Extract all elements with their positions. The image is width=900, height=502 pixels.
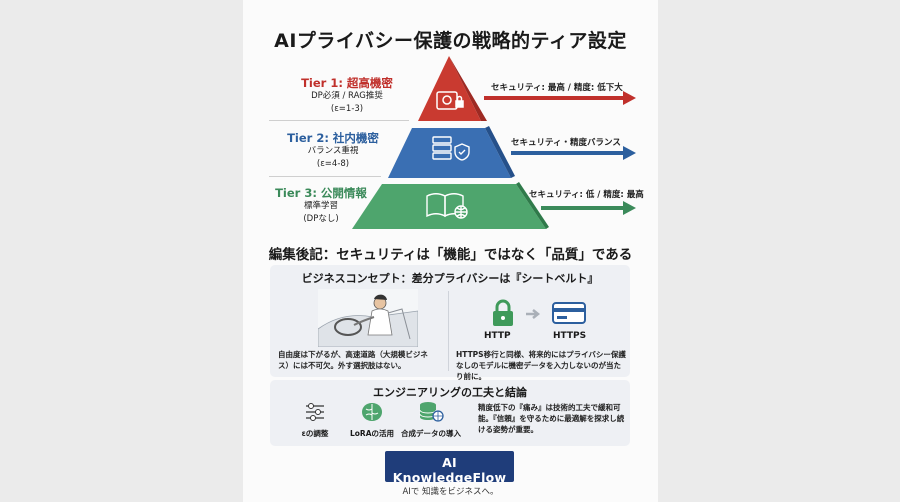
tier-3-layer xyxy=(352,184,546,229)
book-globe-icon xyxy=(426,193,468,219)
tier-3-name: Tier 3: 公開情報 xyxy=(275,186,367,200)
tier-1-label: Tier 1: 超高機密 DP必須 / RAG推奨 (ε=1-3) xyxy=(287,77,407,116)
server-shield-icon xyxy=(432,136,470,161)
safe-lock-icon xyxy=(436,91,464,110)
concept-title: ビジネスコンセプト：差分プライバシーは『シートベルト』 xyxy=(301,272,599,285)
tier-divider xyxy=(269,120,409,121)
sliders-icon xyxy=(306,403,324,421)
tier-3-arrow-label: セキュリティ: 低 / 精度: 最高 xyxy=(529,190,644,200)
logo-byline: by TECHNODIGITAL xyxy=(422,486,477,492)
tier-3-label: Tier 3: 公開情報 標準学習 (DPなし) xyxy=(261,187,381,226)
tier-3-arrow xyxy=(541,201,636,215)
tier-2-method: バランス重視 xyxy=(307,146,359,156)
https-caption: HTTPS移行と同様、将来的にはプライバシー保護なしのモデルに機密データを入力し… xyxy=(456,350,626,381)
http-label: HTTP xyxy=(484,331,511,341)
seatbelt-caption: 自由度は下がるが、高速道路（大規模ビジネス）には不可欠。外す選択肢はない。 xyxy=(278,350,428,370)
tier-2-name: Tier 2: 社内機密 xyxy=(287,131,379,145)
brain-icon xyxy=(362,403,382,421)
editorial-heading: 編集後記：セキュリティは「機能」ではなく「品質」である xyxy=(268,247,633,263)
tier-3-epsilon: (DPなし) xyxy=(303,214,339,224)
tier-1-name: Tier 1: 超高機密 xyxy=(301,76,393,90)
database-icon xyxy=(419,402,444,422)
tier-2-epsilon: (ε=4-8) xyxy=(316,159,350,169)
engineering-conclusion: 精度低下の『痛み』は技術的工夫で緩和可能。『信頼』を守るために最適解を探求し続け… xyxy=(478,403,625,434)
tier-divider xyxy=(269,176,381,177)
logo-text: AI KnowledgeFlow xyxy=(392,455,507,485)
tier-2-arrow xyxy=(511,146,636,160)
brand-logo: AI KnowledgeFlow by TECHNODIGITAL xyxy=(385,451,514,492)
concept-divider xyxy=(448,291,449,371)
tier-1-layer xyxy=(418,56,481,121)
tier-pyramid xyxy=(352,56,636,229)
arrow-right-icon xyxy=(526,309,541,319)
tier-2-arrow-label: セキュリティ・精度バランス xyxy=(511,138,621,148)
lock-icon xyxy=(493,299,513,326)
engineering-panel: エンジニアリングの工夫と結論 εの調整 LoRAの活用 合成データの導入 精度低… xyxy=(270,380,630,446)
https-label: HTTPS xyxy=(553,331,587,341)
tier-1-arrow-label: セキュリティ: 最高 / 精度: 低下大 xyxy=(491,83,623,93)
tier-2-label: Tier 2: 社内機密 バランス重視 (ε=4-8) xyxy=(273,132,393,171)
tier-1-epsilon: (ε=1-3) xyxy=(330,104,364,114)
synthetic-data-label: 合成データの導入 xyxy=(401,429,461,438)
tier-1-arrow xyxy=(484,91,636,105)
epsilon-tuning-label: εの調整 xyxy=(301,429,329,438)
page-title: AIプライバシー保護の戦略的ティア設定 xyxy=(274,30,627,52)
tier-3-method: 標準学習 xyxy=(303,201,338,211)
engineering-title: エンジニアリングの工夫と結論 xyxy=(373,386,527,399)
credit-card-icon xyxy=(552,302,586,324)
tagline: AIで 知識をビジネスへ。 xyxy=(402,487,499,497)
tier-1-method: DP必須 / RAG推奨 xyxy=(311,91,383,101)
concept-panel: ビジネスコンセプト：差分プライバシーは『シートベルト』 自由度は下がるが、高速道… xyxy=(270,265,630,381)
infographic-card: AIプライバシー保護の戦略的ティア設定 xyxy=(243,0,658,502)
lora-label: LoRAの活用 xyxy=(349,429,394,438)
car-driver-illustration xyxy=(318,289,418,347)
